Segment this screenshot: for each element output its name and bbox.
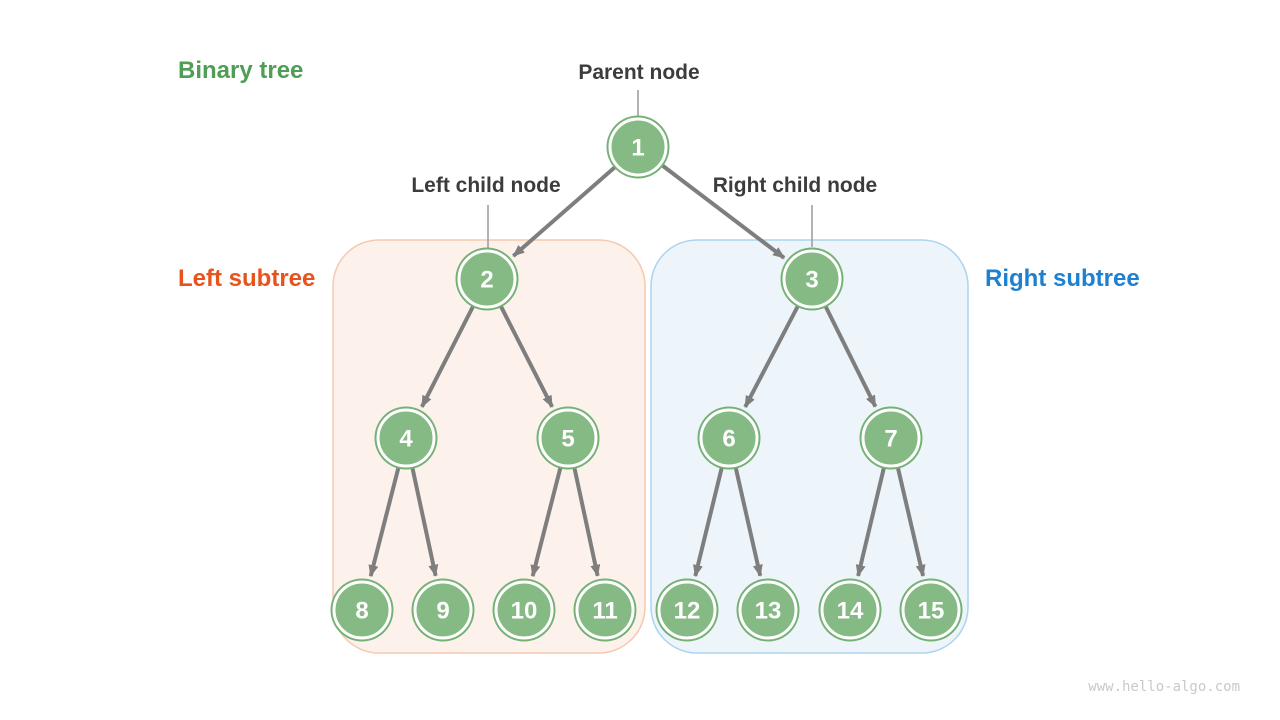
- tree-node-4: 4: [374, 406, 438, 470]
- tree-node-15: 15: [899, 578, 963, 642]
- tree-node-14: 14: [818, 578, 882, 642]
- tree-node-value: 9: [436, 597, 449, 624]
- tree-node-5: 5: [536, 406, 600, 470]
- parent-node-label: Parent node: [578, 61, 700, 84]
- tree-node-value: 15: [918, 597, 945, 624]
- right-child-node-label: Right child node: [712, 174, 878, 197]
- tree-node-value: 5: [561, 425, 574, 452]
- tree-node-3: 3: [780, 247, 844, 311]
- tree-node-value: 3: [805, 266, 818, 293]
- tree-node-value: 7: [884, 425, 897, 452]
- tree-node-value: 12: [674, 597, 701, 624]
- tree-node-value: 14: [837, 597, 864, 624]
- page-title: Binary tree: [178, 57, 304, 84]
- tree-node-9: 9: [411, 578, 475, 642]
- tree-node-value: 2: [480, 266, 493, 293]
- tree-node-8: 8: [330, 578, 394, 642]
- tree-node-1: 1: [606, 115, 670, 179]
- tree-node-10: 10: [492, 578, 556, 642]
- tree-node-2: 2: [455, 247, 519, 311]
- left-subtree-box: [332, 239, 646, 654]
- tree-node-11: 11: [573, 578, 637, 642]
- left-child-node-label: Left child node: [411, 174, 561, 197]
- tree-node-value: 13: [755, 597, 782, 624]
- tree-node-7: 7: [859, 406, 923, 470]
- tree-node-13: 13: [736, 578, 800, 642]
- tree-node-value: 8: [355, 597, 368, 624]
- tree-node-value: 1: [631, 134, 644, 161]
- tree-node-6: 6: [697, 406, 761, 470]
- left-subtree-label: Left subtree: [178, 265, 316, 292]
- tree-node-value: 11: [592, 597, 617, 624]
- right-subtree-label: Right subtree: [985, 265, 1140, 292]
- tree-node-value: 10: [511, 597, 538, 624]
- watermark: www.hello-algo.com: [1088, 679, 1240, 695]
- tree-node-value: 6: [722, 425, 735, 452]
- right-subtree-box: [650, 239, 969, 654]
- tree-node-12: 12: [655, 578, 719, 642]
- tree-node-value: 4: [399, 425, 413, 452]
